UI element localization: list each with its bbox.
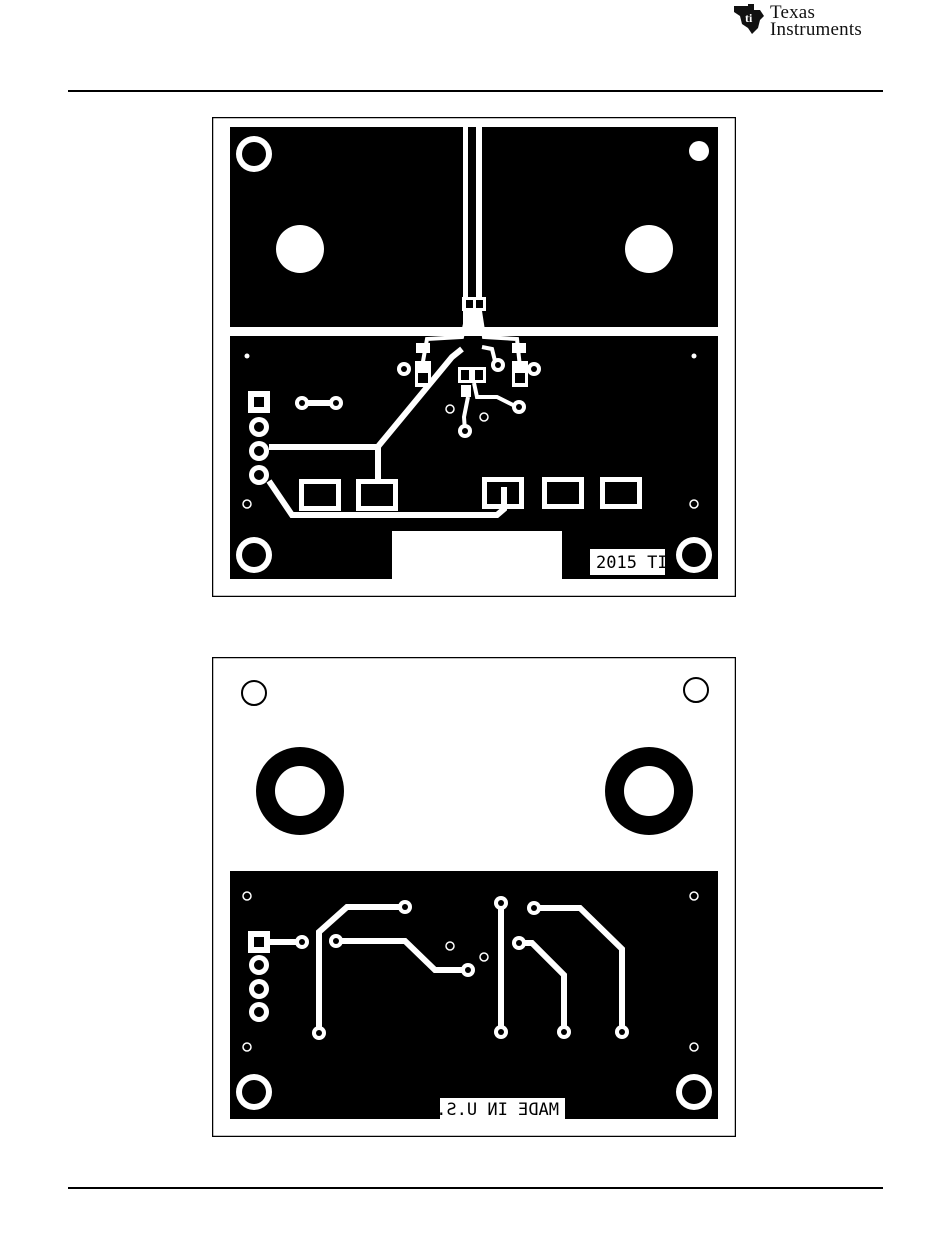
svg-text:ti: ti [745,11,753,25]
pcb-top-layer: 2015 TI [212,117,736,597]
logo-line-2: Instruments [770,19,862,40]
bottom-silkscreen-label: MADE IN U.S. [436,1100,559,1120]
pcb-top-layer-drawing: 2015 TI [212,117,736,597]
footer-rule [68,1187,883,1189]
texas-instruments-logo-icon: ti [730,2,770,36]
ti-wordmark: Texas Instruments [770,5,862,39]
pcb-bottom-layer: MADE IN U.S. [212,657,736,1137]
top-silkscreen-label: 2015 TI [596,553,668,573]
header-rule [68,90,883,92]
pcb-bottom-layer-drawing: MADE IN U.S. [212,657,736,1137]
ti-logo: ti Texas Instruments [730,0,890,42]
copper-pour-top-right [482,127,718,327]
copper-pour-bottom-layer [230,871,718,1119]
